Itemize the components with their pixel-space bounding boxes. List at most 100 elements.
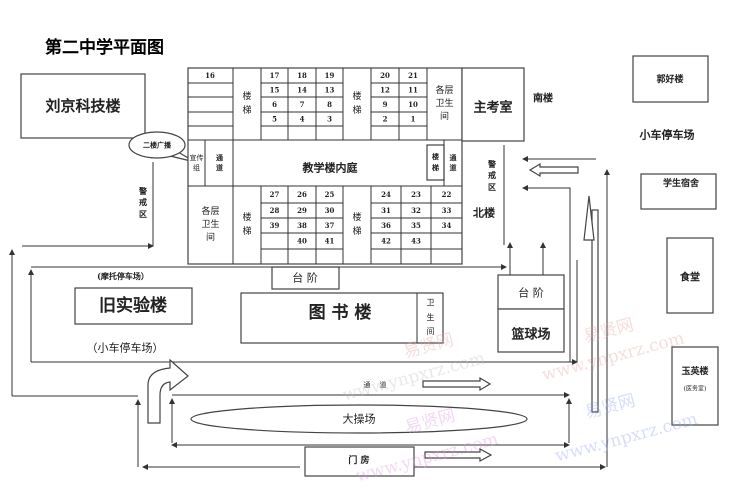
stairs-label: 楼梯 bbox=[242, 92, 252, 116]
room-number: 14 bbox=[297, 86, 307, 95]
room-number: 3 bbox=[327, 115, 332, 124]
exam-room bbox=[461, 67, 525, 142]
room-number: 17 bbox=[270, 71, 280, 80]
guard-zone-label: 警戒区 bbox=[139, 185, 147, 219]
stairs-label: 楼梯 bbox=[242, 213, 252, 237]
room-number: 22 bbox=[442, 190, 452, 199]
room-number: 13 bbox=[325, 86, 335, 95]
room-number: 24 bbox=[381, 190, 391, 199]
room-number: 34 bbox=[442, 221, 452, 230]
passage-right: 通道 bbox=[449, 152, 457, 172]
guard-zone-right: 警戒区 bbox=[488, 158, 496, 192]
room-number: 6 bbox=[272, 100, 277, 109]
toilets-bottom: 各层卫生间 bbox=[201, 206, 220, 244]
basketball-label: 篮球场 bbox=[510, 327, 550, 343]
room-number: 7 bbox=[300, 100, 305, 109]
moto-park-label: (摩托停车场） bbox=[97, 271, 149, 281]
room-number: 42 bbox=[381, 237, 391, 246]
liujing-building bbox=[20, 73, 146, 139]
toilets-label: 各层卫生间 bbox=[435, 85, 454, 123]
room-number: 11 bbox=[408, 86, 418, 95]
room-number: 4 bbox=[300, 115, 305, 124]
room-number: 12 bbox=[380, 86, 390, 95]
room-number: 23 bbox=[411, 190, 421, 199]
south-building-label: 南楼 bbox=[533, 92, 553, 105]
room-number: 19 bbox=[325, 71, 335, 80]
gatehouse bbox=[304, 446, 415, 477]
dormitory bbox=[640, 173, 717, 210]
room-number: 5 bbox=[272, 115, 277, 124]
steps-right bbox=[497, 274, 565, 310]
room-number: 31 bbox=[381, 206, 391, 215]
room-number: 20 bbox=[380, 71, 390, 80]
canteen-label: 食堂 bbox=[679, 271, 700, 284]
courtyard-label: 教学楼内庭 bbox=[302, 161, 358, 175]
room-number: 29 bbox=[297, 206, 307, 215]
stairs-label: 楼梯 bbox=[352, 92, 362, 116]
room-number: 9 bbox=[383, 100, 388, 109]
stairs-small: 楼梯 bbox=[432, 152, 439, 172]
room-number: 32 bbox=[411, 206, 421, 215]
library-toilet: 卫生间 bbox=[426, 298, 435, 337]
passage-label: 通道 bbox=[449, 152, 457, 172]
stairs-label: 楼梯 bbox=[352, 213, 362, 237]
playground-label: 大操场 bbox=[343, 412, 376, 426]
stairs-top-left: 楼梯 bbox=[242, 92, 252, 116]
gatehouse-label: 门 房 bbox=[348, 454, 369, 466]
svg-text:www.ynpxrz.com: www.ynpxrz.com bbox=[553, 409, 700, 466]
broadcast-label: 二楼广播 bbox=[143, 141, 172, 150]
playground-track bbox=[190, 404, 528, 434]
yuying-building bbox=[671, 346, 719, 426]
room-number: 41 bbox=[325, 237, 335, 246]
stairs-bottom-right: 楼梯 bbox=[352, 213, 362, 237]
passage-label: 通道 bbox=[216, 152, 223, 172]
library bbox=[240, 292, 444, 344]
toilets-top: 各层卫生间 bbox=[435, 85, 454, 123]
guard-zone-label: 警戒区 bbox=[488, 158, 496, 192]
room-number: 10 bbox=[408, 100, 418, 109]
road-label: 通 道 bbox=[364, 380, 387, 389]
car-park-label: 小车停车场 bbox=[639, 128, 695, 142]
room-number: 43 bbox=[411, 237, 421, 246]
room-number: 38 bbox=[297, 221, 307, 230]
room-number: 39 bbox=[270, 221, 280, 230]
room-number: 1 bbox=[411, 115, 416, 124]
steps-right-label: 台 阶 bbox=[518, 286, 544, 300]
room-number: 33 bbox=[442, 206, 452, 215]
map-title: 第二中学平面图 bbox=[45, 37, 164, 58]
passage-left: 通道 bbox=[216, 152, 223, 172]
stairs-top-right: 楼梯 bbox=[352, 92, 362, 116]
room-number: 16 bbox=[205, 71, 215, 80]
room-number: 37 bbox=[325, 221, 335, 230]
stairs-bottom-left: 楼梯 bbox=[242, 213, 252, 237]
room-number: 27 bbox=[270, 190, 280, 199]
car-park-paren-label: （小车停车场） bbox=[87, 341, 164, 355]
room-number: 30 bbox=[325, 206, 335, 215]
stairs-label: 楼梯 bbox=[432, 152, 439, 172]
guard-zone-left: 警戒区 bbox=[139, 185, 147, 219]
canteen bbox=[666, 237, 714, 314]
toilets-label: 各层卫生间 bbox=[201, 206, 220, 244]
liujing-label: 刘京科技楼 bbox=[45, 97, 120, 115]
room-number: 18 bbox=[297, 71, 307, 80]
room-number: 15 bbox=[270, 86, 280, 95]
clinic-label: (医务室) bbox=[684, 385, 707, 393]
room-number: 35 bbox=[411, 221, 421, 230]
library-toilet-label: 卫生间 bbox=[426, 298, 435, 337]
room-number: 28 bbox=[270, 206, 280, 215]
svg-text:易贤网: 易贤网 bbox=[583, 391, 637, 424]
old-lab-label: 旧实验楼 bbox=[99, 295, 167, 316]
room-number: 36 bbox=[381, 221, 391, 230]
broadcast-bubble: 二楼广播 bbox=[128, 131, 196, 163]
library-label: 图 书 楼 bbox=[309, 302, 372, 323]
north-building-label: 北楼 bbox=[473, 206, 495, 220]
exam-room-label: 主考室 bbox=[473, 100, 512, 116]
publicity-room: 宣传组 bbox=[189, 153, 204, 172]
room-number: 25 bbox=[325, 190, 335, 199]
yuying-label: 玉英楼 bbox=[681, 365, 708, 377]
basketball-court bbox=[497, 308, 565, 353]
publicity-label: 宣传组 bbox=[189, 153, 204, 172]
guohao-label: 郭好楼 bbox=[656, 73, 683, 85]
